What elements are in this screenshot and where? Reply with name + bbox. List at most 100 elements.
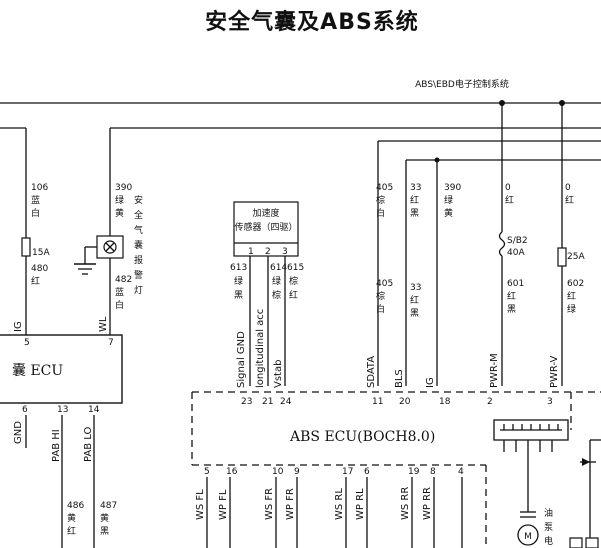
svg-text:GND: GND bbox=[13, 421, 24, 444]
svg-text:电: 电 bbox=[544, 535, 553, 547]
abs-ecu-box: ABS ECU(BOCH8.0) 23 21 24 11 20 18 2 3 5… bbox=[191, 391, 601, 548]
svg-text:WP RL: WP RL bbox=[355, 488, 366, 520]
svg-text:绿: 绿 bbox=[272, 275, 281, 287]
svg-text:615: 615 bbox=[287, 263, 304, 273]
svg-text:黄: 黄 bbox=[115, 207, 124, 219]
svg-text:24: 24 bbox=[280, 397, 292, 407]
motor-icon: M bbox=[524, 532, 532, 542]
svg-text:2: 2 bbox=[265, 247, 271, 257]
svg-text:安: 安 bbox=[134, 194, 143, 206]
acceleration-sensor: 加速度 传感器（四驱） 1 2 3 bbox=[233, 201, 299, 257]
svg-text:泵: 泵 bbox=[544, 522, 553, 533]
svg-text:15A: 15A bbox=[32, 248, 50, 258]
svg-text:390: 390 bbox=[444, 183, 461, 193]
svg-text:IG: IG bbox=[425, 377, 436, 388]
svg-text:蓝: 蓝 bbox=[31, 194, 40, 206]
svg-text:红: 红 bbox=[31, 275, 40, 287]
lamp-label: 安 全 气 囊 报 警 灯 bbox=[134, 194, 143, 296]
wire-405: 405 棕 白 405 棕 白 SDATA bbox=[366, 183, 393, 388]
power-bus-lines bbox=[0, 100, 601, 386]
svg-text:613: 613 bbox=[230, 263, 247, 273]
svg-text:报: 报 bbox=[134, 254, 143, 266]
svg-text:黄: 黄 bbox=[444, 207, 453, 219]
svg-text:0: 0 bbox=[565, 183, 571, 193]
wire-pwr-m: 0 红 S/B2 40A 601 红 黑 PWR-M bbox=[489, 183, 528, 388]
svg-text:红: 红 bbox=[410, 194, 419, 206]
svg-text:23: 23 bbox=[241, 397, 252, 407]
svg-text:WS FL: WS FL bbox=[195, 489, 206, 520]
svg-text:气: 气 bbox=[134, 224, 143, 236]
svg-text:红: 红 bbox=[565, 194, 574, 206]
svg-text:黄: 黄 bbox=[100, 512, 109, 524]
airbag-warning-lamp bbox=[74, 235, 124, 275]
svg-text:10: 10 bbox=[272, 467, 284, 477]
svg-text:红: 红 bbox=[507, 290, 516, 302]
diagram-subtitle: ABS\EBD电子控制系统 bbox=[415, 78, 509, 90]
svg-text:5: 5 bbox=[204, 467, 210, 477]
wire-390-right: 390 绿 黄 IG bbox=[425, 183, 461, 388]
svg-text:黑: 黑 bbox=[410, 308, 419, 319]
svg-text:灯: 灯 bbox=[134, 285, 143, 296]
page-title: 安全气囊及ABS系统 bbox=[205, 9, 419, 35]
svg-text:33: 33 bbox=[410, 183, 421, 193]
svg-text:WP FR: WP FR bbox=[285, 488, 296, 520]
svg-text:红: 红 bbox=[410, 294, 419, 306]
svg-text:7: 7 bbox=[108, 338, 114, 348]
svg-text:全: 全 bbox=[134, 209, 143, 221]
svg-text:602: 602 bbox=[567, 279, 584, 289]
svg-text:红: 红 bbox=[505, 194, 514, 206]
svg-text:3: 3 bbox=[547, 397, 553, 407]
svg-text:传感器（四驱）: 传感器（四驱） bbox=[234, 221, 297, 233]
svg-text:加速度: 加速度 bbox=[252, 207, 279, 219]
svg-text:18: 18 bbox=[439, 397, 451, 407]
svg-text:487: 487 bbox=[100, 501, 117, 511]
svg-text:25A: 25A bbox=[567, 252, 585, 262]
svg-text:WS RL: WS RL bbox=[334, 488, 345, 520]
wire-480: 480 红 bbox=[31, 264, 48, 287]
signal-ig-airbag: IG bbox=[13, 321, 24, 332]
svg-text:绿: 绿 bbox=[567, 303, 576, 315]
svg-text:614: 614 bbox=[270, 263, 287, 273]
svg-text:棕: 棕 bbox=[272, 289, 281, 301]
svg-text:WS RR: WS RR bbox=[400, 487, 411, 520]
airbag-ecu-box: 囊 ECU 5 7 6 13 14 bbox=[0, 334, 123, 415]
svg-text:PWR-M: PWR-M bbox=[489, 353, 500, 388]
wheel-sensor-wires: WS FL WP FL WS FR WP FR WS RL WP RL WS R… bbox=[195, 477, 463, 548]
svg-text:3: 3 bbox=[282, 247, 288, 257]
accel-sensor-wires: 613 绿 黑 614 绿 棕 615 棕 红 Signal GND longi… bbox=[230, 256, 304, 388]
signal-wl: WL bbox=[98, 316, 109, 332]
svg-text:1: 1 bbox=[248, 247, 254, 257]
svg-text:白: 白 bbox=[376, 303, 385, 315]
svg-text:黑: 黑 bbox=[100, 526, 109, 537]
svg-text:SDATA: SDATA bbox=[366, 356, 377, 388]
svg-text:17: 17 bbox=[342, 467, 353, 477]
svg-text:警: 警 bbox=[134, 269, 143, 281]
svg-text:红: 红 bbox=[567, 290, 576, 302]
svg-text:Vstab: Vstab bbox=[273, 360, 284, 388]
svg-text:WS FR: WS FR bbox=[264, 488, 275, 520]
wire-106: 106 蓝 白 bbox=[31, 183, 48, 219]
svg-text:601: 601 bbox=[507, 279, 524, 289]
wire-482: 482 蓝 白 bbox=[115, 275, 132, 311]
svg-text:482: 482 bbox=[115, 275, 132, 285]
svg-text:黑: 黑 bbox=[507, 304, 516, 315]
svg-text:106: 106 bbox=[31, 183, 48, 193]
svg-text:棕: 棕 bbox=[376, 194, 385, 206]
svg-text:棕: 棕 bbox=[376, 290, 385, 302]
svg-text:PAB HI: PAB HI bbox=[51, 429, 62, 462]
svg-text:囊: 囊 bbox=[134, 239, 143, 251]
svg-text:4: 4 bbox=[458, 467, 464, 477]
svg-text:20: 20 bbox=[399, 397, 411, 407]
svg-text:黄: 黄 bbox=[67, 512, 76, 524]
svg-text:8: 8 bbox=[430, 467, 436, 477]
svg-text:5: 5 bbox=[24, 338, 30, 348]
svg-text:绿: 绿 bbox=[115, 194, 124, 206]
svg-text:16: 16 bbox=[226, 467, 238, 477]
abs-ecu-label: ABS ECU(BOCH8.0) bbox=[289, 429, 435, 445]
svg-text:0: 0 bbox=[505, 183, 511, 193]
svg-text:14: 14 bbox=[88, 405, 100, 415]
svg-text:480: 480 bbox=[31, 264, 48, 274]
svg-text:油: 油 bbox=[544, 507, 553, 519]
svg-text:486: 486 bbox=[67, 501, 84, 511]
